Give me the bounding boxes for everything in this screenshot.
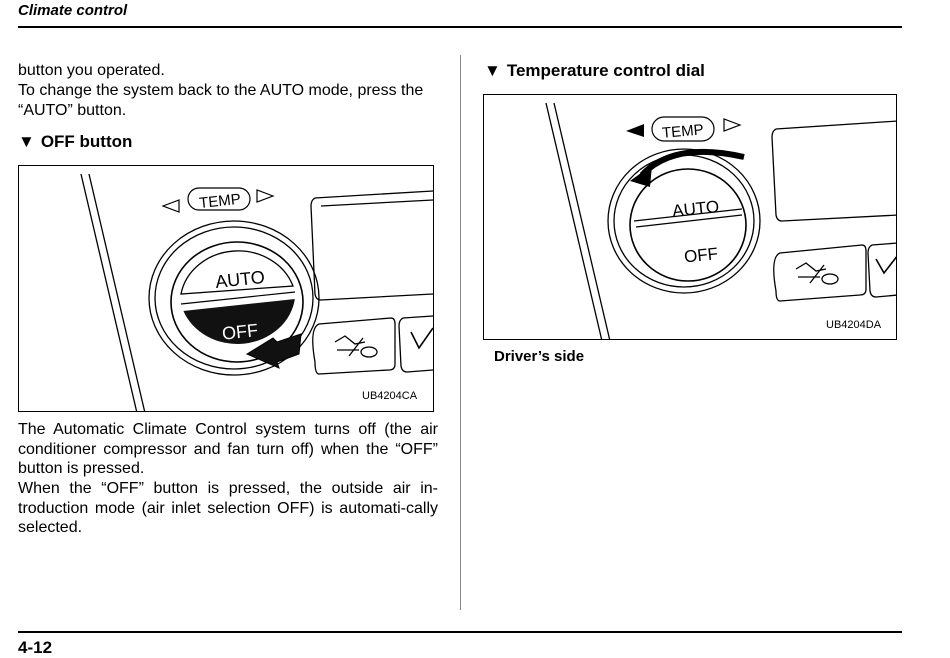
temp-dial-figure: TEMP AUTO OFF UB4204DA bbox=[483, 94, 897, 340]
off-button-illustration: TEMP AUTO OFF bbox=[80, 173, 433, 411]
press-arrow-icon bbox=[245, 333, 302, 369]
footer-rule bbox=[18, 631, 902, 633]
temp-dial-temp-label: TEMP bbox=[661, 121, 704, 142]
column-divider bbox=[460, 55, 461, 610]
section-triangle-icon: ▼ bbox=[18, 132, 35, 151]
temp-figure-code: UB4204DA bbox=[826, 319, 882, 331]
section-triangle-icon: ▼ bbox=[484, 61, 501, 80]
temp-dial-off-label: OFF bbox=[683, 244, 719, 266]
off-button-heading: ▼ OFF button bbox=[18, 132, 132, 152]
temp-right-arrow-icon bbox=[723, 118, 742, 132]
running-header: Climate control bbox=[18, 2, 128, 19]
intro-line-1: button you operated. bbox=[18, 62, 165, 79]
off-figure-code: UB4204CA bbox=[362, 390, 418, 402]
off-paragraph-2: When the “OFF” button is pressed, the ou… bbox=[18, 480, 438, 537]
temp-dial-heading: ▼ Temperature control dial bbox=[484, 61, 705, 81]
page-number: 4-12 bbox=[18, 638, 53, 657]
temp-left-arrow-icon bbox=[626, 124, 644, 137]
figure-caption: Driver’s side bbox=[494, 348, 585, 365]
temp-label: TEMP bbox=[198, 191, 241, 212]
off-label: OFF bbox=[221, 320, 259, 344]
temp-arrows bbox=[161, 187, 275, 213]
temp-dial-illustration: TEMP AUTO OFF bbox=[545, 102, 896, 339]
temp-dial-auto-label: AUTO bbox=[671, 197, 720, 221]
off-button-figure: TEMP AUTO OFF UB4204CA bbox=[18, 165, 434, 412]
intro-line-2: To change the system back to the AUTO mo… bbox=[18, 82, 424, 119]
temp-dial-heading-text: Temperature control dial bbox=[506, 61, 705, 80]
header-rule bbox=[18, 26, 902, 28]
off-paragraph-1: The Automatic Climate Control system tur… bbox=[18, 421, 438, 478]
off-button-heading-text: OFF button bbox=[40, 132, 133, 151]
